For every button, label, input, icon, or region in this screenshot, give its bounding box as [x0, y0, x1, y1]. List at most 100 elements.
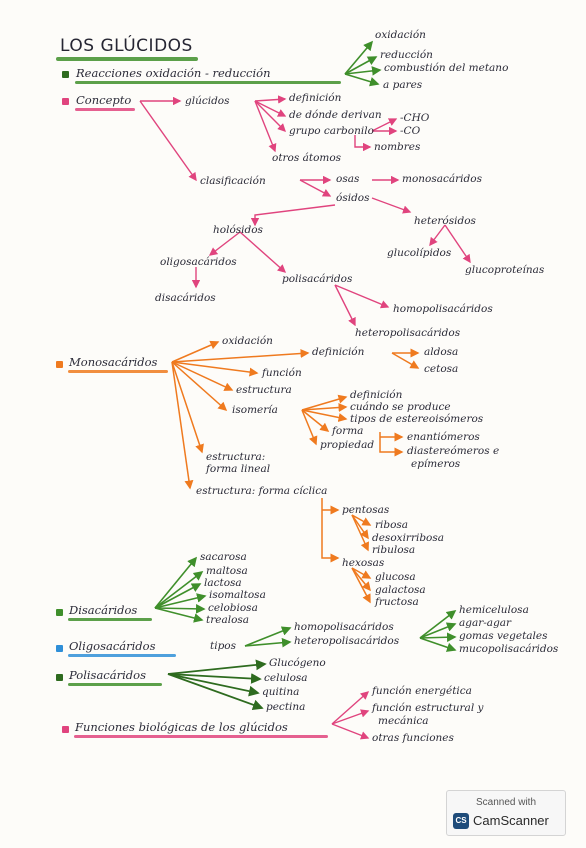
camscanner-logo-icon: CS — [453, 813, 469, 829]
func-mecanica: mecánica — [378, 715, 429, 727]
redox-combustion: combustión del metano — [384, 62, 509, 74]
mono-oxidacion: oxidación — [222, 335, 273, 347]
disac-maltosa: maltosa — [206, 565, 248, 577]
glucidos-de-donde: de dónde derivan — [289, 109, 382, 121]
title-underline — [56, 57, 198, 61]
polisacaridos-heading: Polisacáridos — [69, 668, 146, 682]
disac-lactosa: lactosa — [204, 577, 242, 589]
mono-aldosa: aldosa — [424, 346, 459, 358]
poli-heteropolisacaridos: heteropolisacáridos — [355, 327, 461, 339]
pentosas-desoxirribosa: desoxirribosa — [372, 532, 445, 544]
poli-glucogeno: Glucógeno — [269, 657, 326, 669]
glucidos-carbonilo: grupo carbonilo — [289, 125, 374, 137]
oligosacaridos-heading: Oligosacáridos — [69, 639, 156, 653]
osidos-holosidos: holósidos — [213, 224, 263, 236]
mono-estructura-lineal-2: forma lineal — [206, 463, 271, 475]
forma-diastereomeros: diastereómeros e — [407, 445, 500, 457]
funciones-bullet — [62, 726, 69, 733]
tipos-heteropolisacaridos: heteropolisacáridos — [294, 635, 400, 647]
oligo-tipos: tipos — [210, 640, 237, 652]
concepto-bullet — [62, 98, 69, 105]
concepto-clasificacion: clasificación — [200, 175, 266, 187]
monosacaridos-bullet — [56, 361, 63, 368]
monosacaridos-underline — [68, 370, 168, 373]
mono-estructura-ciclica: estructura: forma cíclica — [196, 485, 328, 497]
concepto-underline — [75, 108, 135, 111]
hetero-agar: agar-agar — [459, 617, 512, 629]
oligo-disacaridos: disacáridos — [155, 292, 216, 304]
hexosas-galactosa: galactosa — [375, 584, 426, 596]
mono-funcion: función — [262, 367, 302, 379]
clasif-osidos: ósidos — [336, 192, 370, 204]
redox-underline — [75, 81, 341, 84]
func-energetica: función energética — [372, 685, 472, 697]
func-estructural: función estructural y — [372, 702, 484, 714]
watermark-caption: Scanned with — [475, 797, 537, 808]
forma-epimeros: epímeros — [411, 458, 461, 470]
glucidos-definicion: definición — [289, 92, 342, 104]
poli-celulosa: celulosa — [264, 672, 308, 684]
ciclica-pentosas: pentosas — [342, 504, 390, 516]
mono-estructura-lineal-1: estructura: — [206, 451, 266, 463]
tipos-homopolisacaridos: homopolisacáridos — [294, 621, 394, 633]
poli-pectina: pectina — [266, 701, 306, 713]
concepto-glucidos: glúcidos — [185, 95, 230, 107]
pentosas-ribulosa: ribulosa — [372, 544, 416, 556]
disacaridos-underline — [68, 618, 152, 621]
heterosidos-glucoproteinas: glucoproteínas — [465, 264, 545, 276]
osas-monosacaridos: monosacáridos — [402, 173, 482, 185]
forma-enantiomeros: enantiómeros — [407, 431, 480, 443]
mono-definicion: definición — [312, 346, 365, 358]
hetero-gomas: gomas vegetales — [459, 630, 548, 642]
page-title: LOS GLÚCIDOS — [60, 36, 193, 56]
hexosas-fructosa: fructosa — [375, 596, 419, 608]
disac-celobiosa: celobiosa — [208, 602, 258, 614]
polisacaridos-bullet — [56, 674, 63, 681]
isomeria-forma: forma — [332, 425, 364, 437]
isomeria-cuando: cuándo se produce — [350, 401, 451, 413]
polisacaridos-underline — [68, 683, 162, 686]
redox-reduccion: reducción — [380, 49, 433, 61]
redox-bullet — [62, 71, 69, 78]
mono-isomeria: isomería — [232, 404, 278, 416]
funciones-underline — [74, 735, 328, 738]
disac-isomaltosa: isomaltosa — [209, 589, 266, 601]
hetero-hemicelulosa: hemicelulosa — [459, 604, 529, 616]
disacaridos-heading: Disacáridos — [69, 603, 138, 617]
carbonilo-co: -CO — [400, 125, 421, 137]
func-otras: otras funciones — [372, 732, 454, 744]
disacaridos-bullet — [56, 609, 63, 616]
oligosacaridos-underline — [68, 654, 176, 657]
watermark-name: CamScanner — [473, 813, 549, 828]
oligosacaridos-bullet — [56, 645, 63, 652]
isomeria-propiedad: propiedad — [320, 439, 375, 451]
redox-a-pares: a pares — [383, 79, 423, 91]
mono-cetosa: cetosa — [424, 363, 459, 375]
hetero-mucopolisacaridos: mucopolisacáridos — [459, 643, 559, 655]
poli-homopolisacaridos: homopolisacáridos — [393, 303, 493, 315]
funciones-heading: Funciones biológicas de los glúcidos — [75, 720, 288, 734]
redox-oxidacion: oxidación — [375, 29, 426, 41]
clasif-osas: osas — [336, 173, 360, 185]
osidos-heterosidos: heterósidos — [414, 215, 476, 227]
isomeria-definicion: definición — [350, 389, 403, 401]
ciclica-hexosas: hexosas — [342, 557, 385, 569]
holosidos-oligosacaridos: oligosacáridos — [160, 256, 237, 268]
heterosidos-glucolipidos: glucolípidos — [387, 247, 452, 259]
disac-trealosa: trealosa — [206, 614, 250, 626]
hexosas-glucosa: glucosa — [375, 571, 416, 583]
disac-sacarosa: sacarosa — [200, 551, 247, 563]
holosidos-polisacaridos: polisacáridos — [282, 273, 353, 285]
camscanner-watermark: Scanned with CS CamScanner — [446, 790, 566, 836]
carbonilo-cho: -CHO — [400, 112, 430, 124]
concepto-heading: Concepto — [76, 93, 132, 107]
isomeria-tipos: tipos de estereoisómeros — [350, 413, 484, 425]
redox-heading: Reacciones oxidación - reducción — [76, 66, 271, 80]
poli-quitina: quitina — [262, 686, 300, 698]
mono-estructura: estructura — [236, 384, 292, 396]
pentosas-ribosa: ribosa — [375, 519, 409, 531]
monosacaridos-heading: Monosacáridos — [69, 355, 158, 369]
glucidos-otros-atomos: otros átomos — [272, 152, 342, 164]
